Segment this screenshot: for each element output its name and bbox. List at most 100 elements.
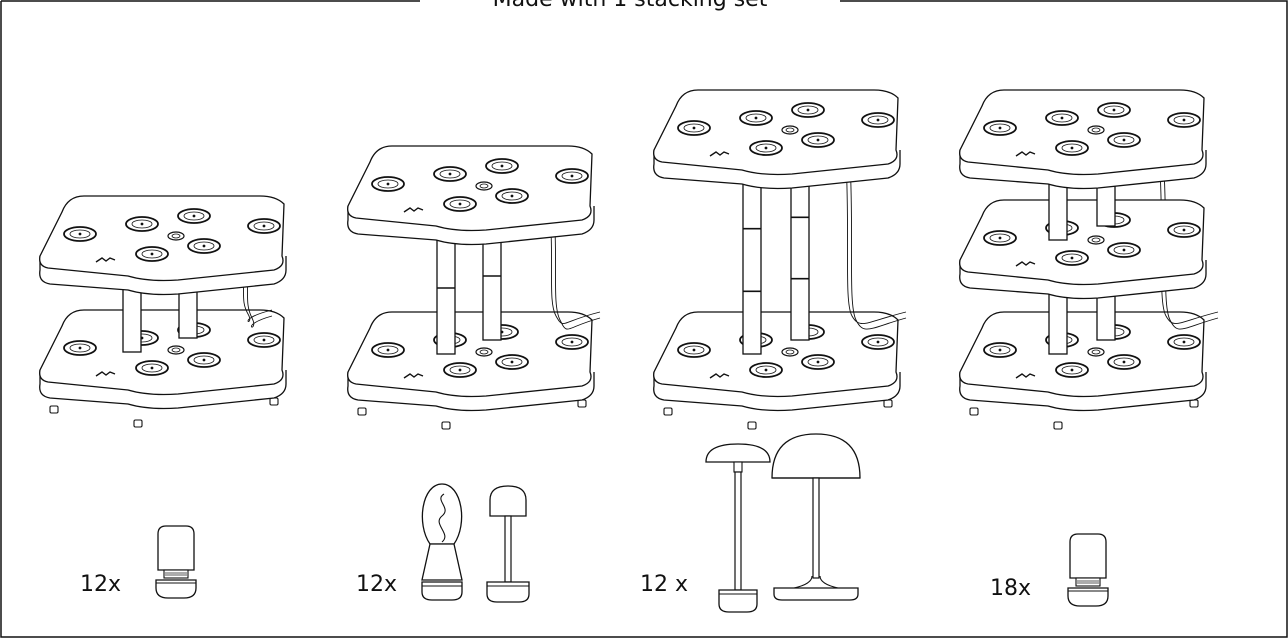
tray-hole-dot <box>262 224 266 228</box>
stand-foot <box>441 421 451 430</box>
tray-hole-inner <box>989 123 1011 133</box>
stand-foot <box>883 399 893 408</box>
tray-hole-dot <box>764 146 768 150</box>
tray-hole-inner <box>1173 225 1195 235</box>
tray-hole-dot <box>192 214 196 218</box>
tray-hole-dot <box>458 368 462 372</box>
tray-hole-dot <box>570 174 574 178</box>
tray-hole-inner <box>69 343 91 353</box>
tray-hole-dot <box>570 340 574 344</box>
stand-foot <box>969 407 979 416</box>
tray-socket <box>475 347 493 357</box>
tray-hole-inner <box>1061 365 1083 375</box>
lamp-tall-flat-head <box>705 443 771 613</box>
stand-4-top-tray <box>959 89 1207 190</box>
tray-hole-dot <box>998 126 1002 130</box>
tray-hole-dot <box>754 116 758 120</box>
tray-hole-dot <box>1070 368 1074 372</box>
lamp-dome <box>771 433 861 601</box>
tray-hole-dot <box>78 346 82 350</box>
tray-hole-dot <box>1122 360 1126 364</box>
stand-2-top-tray <box>347 145 595 246</box>
tray-hole-inner <box>683 123 705 133</box>
stand-3-cable-2 <box>849 159 907 330</box>
stand-3-bottom-tray <box>653 311 901 412</box>
stand-2-pillar-left <box>436 221 456 355</box>
stand-3 <box>653 89 907 430</box>
tray-socket <box>475 181 493 191</box>
tray-hole-dot <box>998 348 1002 352</box>
tray-hole-inner <box>449 365 471 375</box>
tray-hole-dot <box>500 164 504 168</box>
tray-hole-inner <box>501 191 523 201</box>
tray-hole-inner <box>989 233 1011 243</box>
stand-foot <box>577 399 587 408</box>
tray-hole-inner <box>807 357 829 367</box>
tray-hole-dot <box>816 138 820 142</box>
tray-hole-inner <box>1051 113 1073 123</box>
tray-socket <box>781 125 799 135</box>
stand-3-pillar-left <box>742 165 762 355</box>
quantity-label-1: 12x <box>80 572 122 597</box>
tray-hole-dot <box>140 222 144 226</box>
tray-socket-inner <box>171 233 181 239</box>
logo-mark <box>403 373 424 379</box>
tray-socket-inner <box>785 127 795 133</box>
tray-socket <box>167 345 185 355</box>
tray-hole-inner <box>141 363 163 373</box>
tray-hole-inner <box>1113 357 1135 367</box>
tray-hole-dot <box>876 340 880 344</box>
tray-hole-dot <box>1122 138 1126 142</box>
logo-mark <box>709 373 730 379</box>
stand-foot <box>1189 399 1199 408</box>
stand-foot <box>133 419 143 428</box>
stand-foot <box>269 397 279 406</box>
stand-4 <box>959 89 1219 430</box>
tray-hole-inner <box>501 357 523 367</box>
logo-mark <box>95 371 116 377</box>
tray-hole-dot <box>510 360 514 364</box>
stand-2-cable <box>549 209 601 324</box>
tray-hole-inner <box>193 241 215 251</box>
tray-hole-inner <box>1173 115 1195 125</box>
tray-socket-inner <box>479 349 489 355</box>
tray-hole-dot <box>1182 118 1186 122</box>
lamp-small-cylinder-2 <box>1067 533 1109 607</box>
tray-socket-inner <box>479 183 489 189</box>
tray-hole-dot <box>510 194 514 198</box>
lamp-filament-bulb <box>421 483 463 601</box>
tray-hole-dot <box>150 366 154 370</box>
tray-hole-dot <box>150 252 154 256</box>
stand-4-bottom-tray <box>959 311 1207 412</box>
stand-3-cable <box>845 159 907 324</box>
tray-hole-dot <box>764 368 768 372</box>
tray-hole-inner <box>561 171 583 181</box>
tray-hole-dot <box>998 236 1002 240</box>
tray-hole-dot <box>876 118 880 122</box>
tray-hole-dot <box>386 348 390 352</box>
tray-hole-dot <box>202 358 206 362</box>
tray-socket <box>167 231 185 241</box>
quantity-label-4: 18x <box>990 576 1032 601</box>
tray-hole-inner <box>449 199 471 209</box>
tray-hole-inner <box>183 211 205 221</box>
logo-mark <box>1015 151 1036 157</box>
tray-hole-inner <box>1113 135 1135 145</box>
tray-hole-dot <box>1182 340 1186 344</box>
tray-hole-dot <box>386 182 390 186</box>
tray-socket-inner <box>1091 127 1101 133</box>
tray-socket-inner <box>785 349 795 355</box>
stand-2-bottom-tray <box>347 311 595 412</box>
tray-hole-dot <box>202 244 206 248</box>
tray-hole-inner <box>755 143 777 153</box>
tray-hole-dot <box>1122 248 1126 252</box>
stand-4-middle-tray <box>959 199 1207 300</box>
tray-hole-inner <box>1061 253 1083 263</box>
tray-hole-inner <box>1113 245 1135 255</box>
tray-hole-inner <box>377 179 399 189</box>
tray-hole-dot <box>262 338 266 342</box>
stand-1 <box>39 195 287 428</box>
tray-hole-inner <box>131 219 153 229</box>
